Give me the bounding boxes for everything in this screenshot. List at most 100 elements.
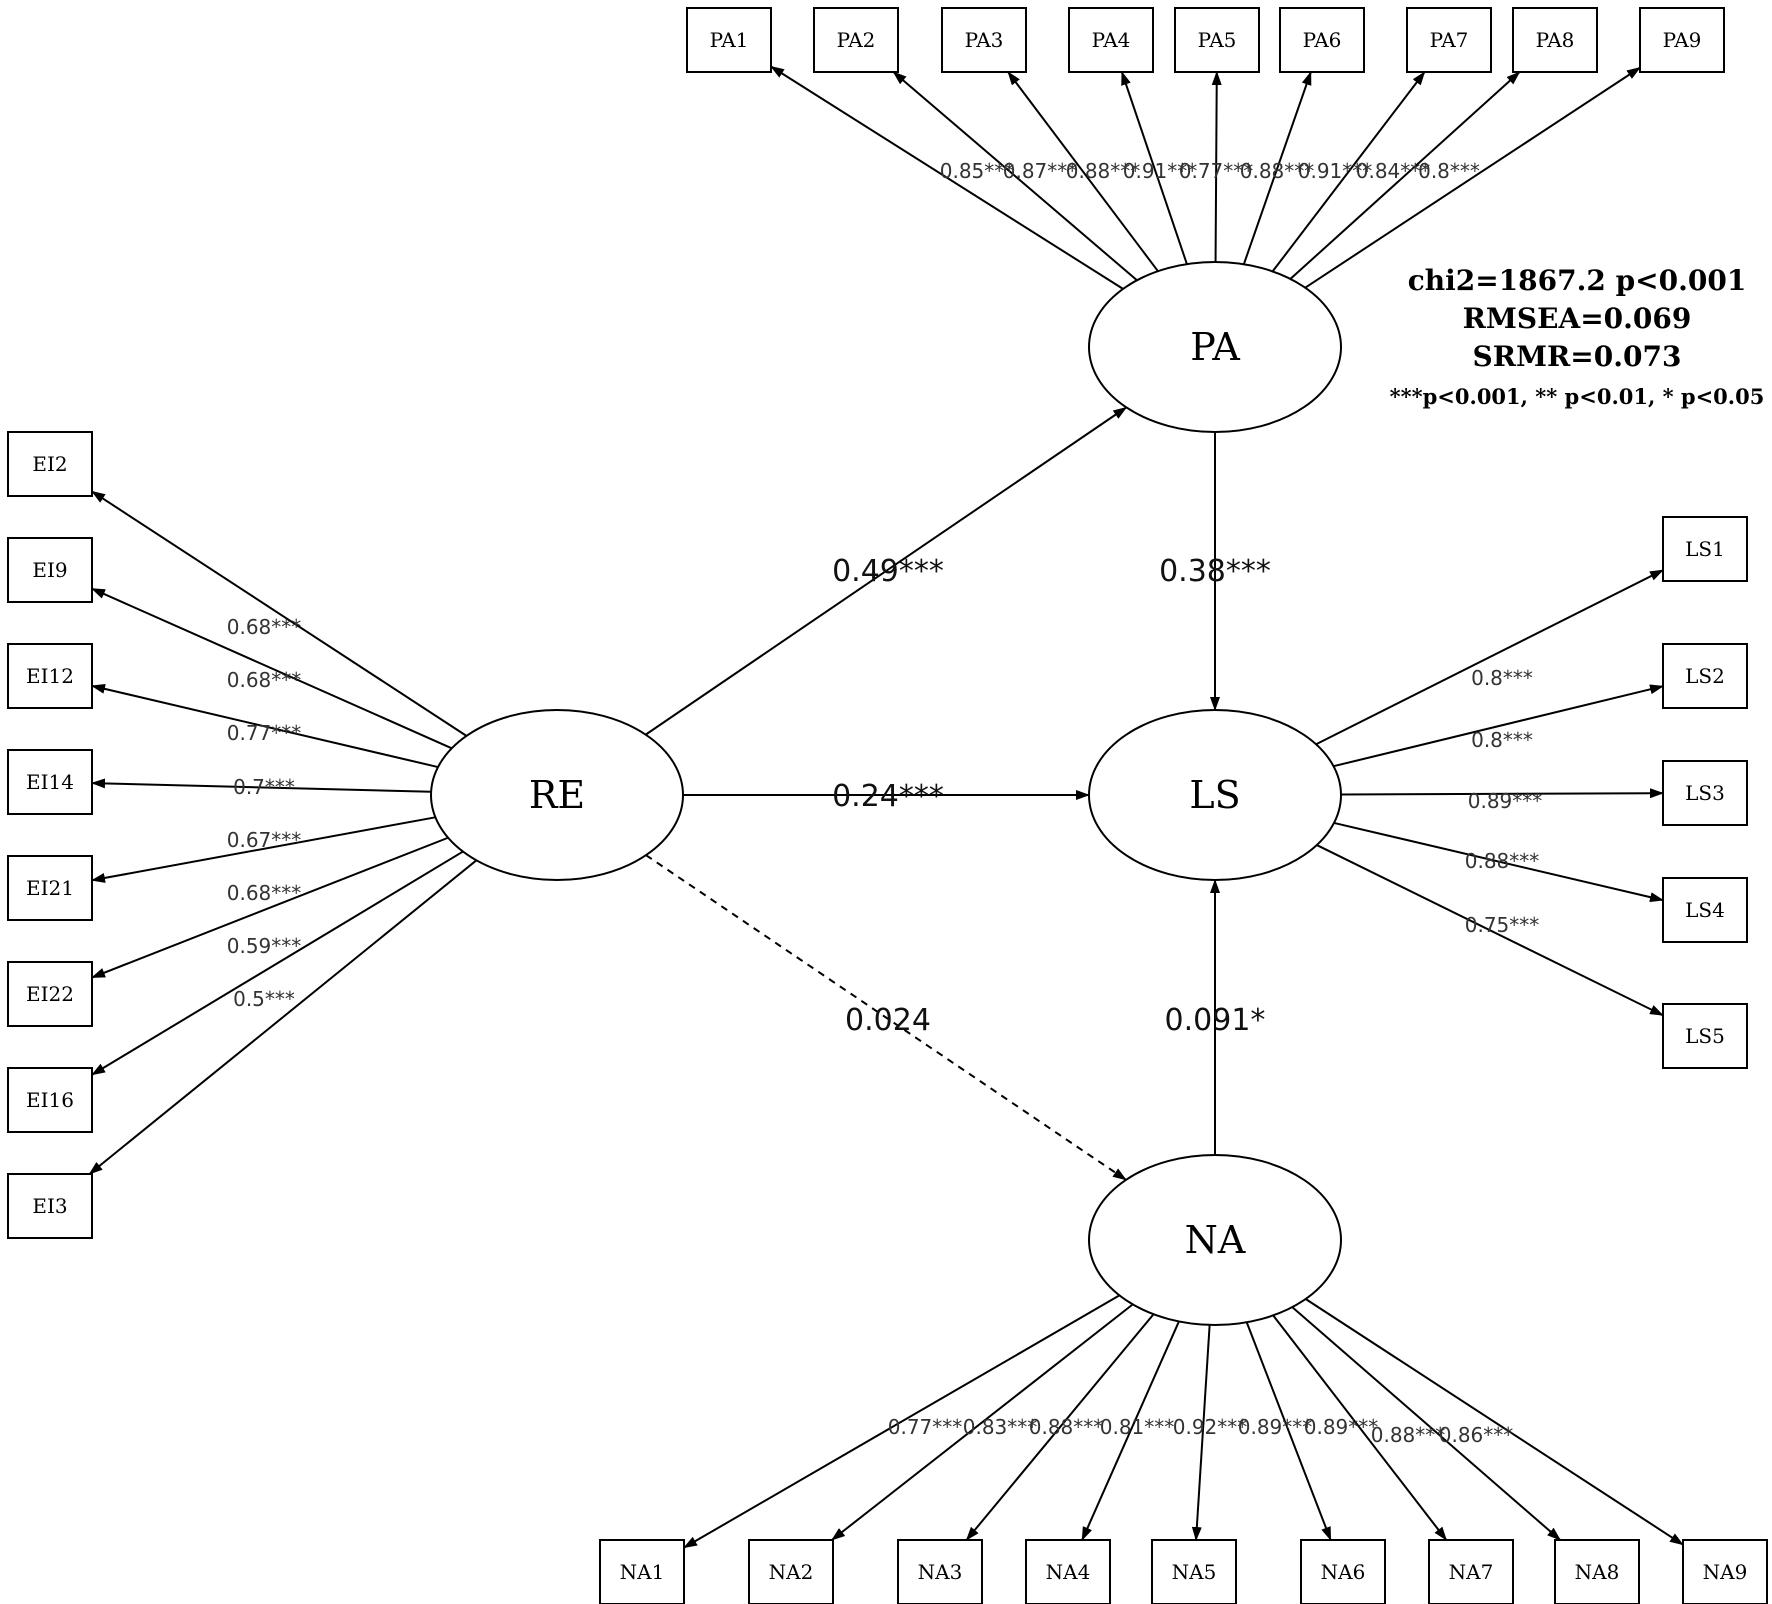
indicator-pa5: PA5	[1174, 7, 1260, 73]
indicator-na3-rect	[897, 1539, 983, 1604]
indicator-ls3: LS3	[1662, 760, 1748, 826]
indicator-na8-rect	[1554, 1539, 1640, 1604]
indicator-pa8-label: PA8	[1536, 28, 1575, 52]
loading-arrow-na1	[683, 1294, 1120, 1549]
loading-label-pa7: 0.91***	[1298, 159, 1373, 183]
indicator-ei2-label: EI2	[32, 452, 67, 476]
loading-arrow-pa7	[1271, 71, 1426, 273]
path-coef-re-pa: 0.49***	[832, 554, 944, 589]
indicator-ei2: EI2	[7, 431, 93, 497]
loading-label-pa8: 0.84***	[1356, 159, 1431, 183]
loading-arrow-na2	[831, 1303, 1134, 1541]
indicator-ei3: EI3	[7, 1173, 93, 1239]
loading-label-na7: 0.89***	[1304, 1415, 1379, 1439]
indicator-ei21-label: EI21	[26, 876, 74, 900]
indicator-ei16: EI16	[7, 1067, 93, 1133]
indicator-na5-label: NA5	[1172, 1560, 1217, 1584]
path-coef-na-ls: 0.091*	[1165, 1003, 1266, 1038]
indicator-pa4: PA4	[1068, 7, 1154, 73]
indicator-ei22-label: EI22	[26, 982, 74, 1006]
indicator-pa1-label: PA1	[710, 28, 749, 52]
model-fit-statistics: chi2=1867.2 p<0.001 RMSEA=0.069 SRMR=0.0…	[1390, 264, 1765, 409]
indicator-ei22: EI22	[7, 961, 93, 1027]
latent-na-ellipse	[1088, 1154, 1342, 1326]
indicator-ls2-label: LS2	[1685, 664, 1725, 688]
loading-label-na8: 0.88***	[1371, 1423, 1446, 1447]
loading-arrow-ls2	[1333, 684, 1664, 768]
fit-significance-note: ***p<0.001, ** p<0.01, * p<0.05	[1390, 384, 1765, 409]
indicator-ls2: LS2	[1662, 643, 1748, 709]
indicator-ls1: LS1	[1662, 516, 1748, 582]
loading-label-ei2: 0.68***	[227, 615, 302, 639]
indicator-na6: NA6	[1300, 1539, 1386, 1604]
latent-re-ellipse	[430, 709, 684, 881]
indicator-ei21-rect	[7, 855, 93, 921]
indicator-na6-label: NA6	[1321, 1560, 1366, 1584]
indicator-ei2-rect	[7, 431, 93, 497]
loading-label-pa9: 0.8***	[1418, 159, 1480, 183]
loading-label-pa1: 0.85***	[940, 159, 1015, 183]
indicator-ls2-rect	[1662, 643, 1748, 709]
fit-srmr: SRMR=0.073	[1473, 340, 1682, 373]
indicator-pa3-rect	[941, 7, 1027, 73]
indicator-pa3: PA3	[941, 7, 1027, 73]
indicator-ei9-rect	[7, 537, 93, 603]
loading-arrow-na9	[1305, 1298, 1684, 1546]
loading-arrow-na3	[965, 1313, 1155, 1541]
indicator-na1: NA1	[599, 1539, 685, 1604]
indicator-ei14: EI14	[7, 749, 93, 815]
indicator-ei16-label: EI16	[26, 1088, 74, 1112]
indicator-pa6: PA6	[1279, 7, 1365, 73]
loading-arrow-ei16	[91, 850, 464, 1076]
indicator-na7-label: NA7	[1449, 1560, 1494, 1584]
loading-arrow-pa5	[1211, 71, 1222, 263]
indicator-ei12: EI12	[7, 643, 93, 709]
indicator-pa8-rect	[1512, 7, 1598, 73]
loading-label-ei21: 0.67***	[227, 828, 302, 852]
indicator-na4: NA4	[1025, 1539, 1111, 1604]
indicator-ei12-rect	[7, 643, 93, 709]
loading-label-na4: 0.81***	[1100, 1415, 1175, 1439]
loading-arrow-pa8	[1289, 71, 1521, 280]
indicator-na9-label: NA9	[1703, 1560, 1748, 1584]
path-coef-re-na: 0.024	[845, 1003, 931, 1038]
indicator-ei14-rect	[7, 749, 93, 815]
indicator-na2-rect	[748, 1539, 834, 1604]
loading-arrow-na4	[1081, 1321, 1180, 1541]
loading-label-ei16: 0.59***	[227, 934, 302, 958]
loading-label-pa3: 0.88***	[1066, 159, 1141, 183]
latent-ls-label: LS	[1189, 773, 1240, 817]
loading-arrow-ls3	[1340, 788, 1664, 799]
indicator-pa1-rect	[686, 7, 772, 73]
indicator-pa5-label: PA5	[1198, 28, 1237, 52]
indicator-pa9-label: PA9	[1663, 28, 1702, 52]
indicator-ls4-label: LS4	[1685, 898, 1725, 922]
indicator-pa2-rect	[813, 7, 899, 73]
indicator-na2-label: NA2	[769, 1560, 814, 1584]
loading-label-ls2: 0.8***	[1471, 728, 1533, 752]
loading-arrow-pa9	[1304, 66, 1641, 289]
indicator-ei9: EI9	[7, 537, 93, 603]
loading-label-na2: 0.83***	[963, 1415, 1038, 1439]
loading-label-pa6: 0.88***	[1240, 159, 1315, 183]
indicator-na3-label: NA3	[918, 1560, 963, 1584]
fit-chi2: chi2=1867.2 p<0.001	[1408, 264, 1747, 297]
indicator-ls4: LS4	[1662, 877, 1748, 943]
loading-label-ls5: 0.75***	[1465, 913, 1540, 937]
indicator-pa7: PA7	[1406, 7, 1492, 73]
path-arrow-re-pa	[645, 406, 1128, 736]
latent-re-label: RE	[529, 773, 585, 817]
loading-arrow-na6	[1245, 1321, 1332, 1541]
indicator-na3: NA3	[897, 1539, 983, 1604]
loading-arrow-ls1	[1315, 569, 1664, 746]
indicator-ls1-rect	[1662, 516, 1748, 582]
loading-arrow-ei14	[91, 778, 432, 793]
loading-label-ls4: 0.88***	[1465, 849, 1540, 873]
indicator-ei3-label: EI3	[32, 1194, 67, 1218]
loading-label-na6: 0.89***	[1238, 1415, 1313, 1439]
indicator-pa2: PA2	[813, 7, 899, 73]
indicator-ls5: LS5	[1662, 1003, 1748, 1069]
loading-label-pa4: 0.91***	[1123, 159, 1198, 183]
indicator-na8: NA8	[1554, 1539, 1640, 1604]
